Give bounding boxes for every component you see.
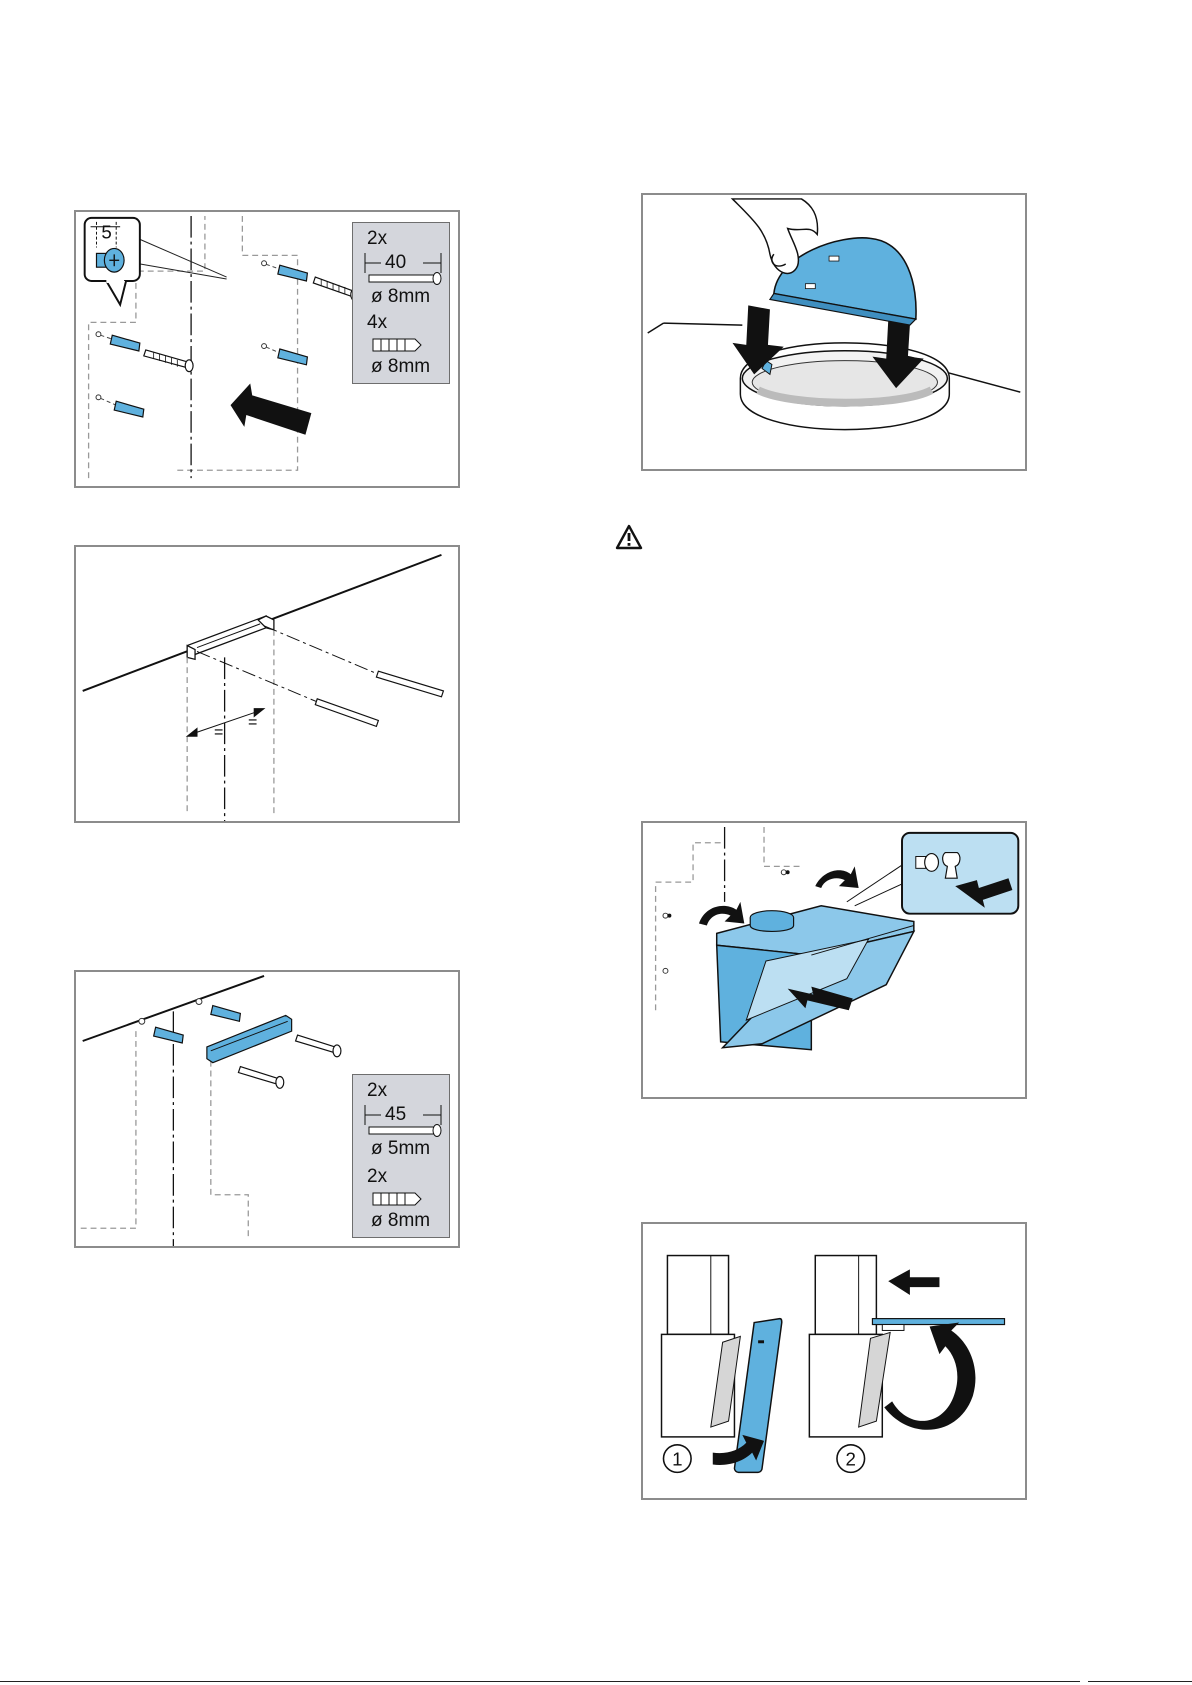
callout-dimension: 5 [101, 222, 111, 243]
footer-rule-right [1088, 1681, 1192, 1682]
fixing-spec-box: 2x 40 ø 8mm 4x ø 8mm [352, 222, 450, 384]
screw-diameter: ø 8mm [371, 287, 430, 306]
screw-diameter: ø 5mm [371, 1139, 430, 1158]
figure-6-drawing: 1 2 [643, 1224, 1025, 1498]
keyhole-callout [902, 833, 1018, 914]
plug-quantity: 4x [367, 313, 387, 332]
figure-bracket-marking: = = [74, 545, 460, 823]
equal-distance-right: = [248, 714, 257, 732]
figure-2-drawing [76, 547, 458, 821]
cooker-hood-body [717, 906, 914, 1050]
plug-quantity: 2x [367, 1167, 387, 1186]
step-1-number: 1 [672, 1448, 682, 1469]
bracket-fixing-spec-box: 2x 45 ø 5mm 2x ø 8mm [352, 1074, 450, 1238]
push-arrow-icon [231, 383, 312, 434]
footer-rule [0, 1681, 1080, 1682]
figure-non-return-flap [641, 193, 1027, 471]
plug-diameter: ø 8mm [371, 1211, 430, 1230]
figure-bracket-fixing: 2x 45 ø 5mm 2x ø 8mm [74, 970, 460, 1248]
wall-plug-icon [369, 1189, 429, 1209]
figure-fit-panel: 1 2 [641, 1222, 1027, 1500]
screw-quantity: 2x [367, 1081, 387, 1100]
wall-plug-icon [369, 335, 429, 355]
screw-quantity: 2x [367, 229, 387, 248]
step-2-number: 2 [846, 1448, 856, 1469]
screw-length: 40 [385, 253, 406, 272]
plug-diameter: ø 8mm [371, 357, 430, 376]
figure-5-drawing [643, 823, 1025, 1097]
equal-distance-left: = [214, 724, 223, 742]
warning-icon [615, 524, 643, 550]
figure-hang-appliance [641, 821, 1027, 1099]
figure-wall-mounting-holes: 5 [74, 210, 460, 488]
figure-4-drawing [643, 195, 1025, 469]
hood-left [662, 1256, 782, 1473]
screw-length: 45 [385, 1105, 406, 1124]
